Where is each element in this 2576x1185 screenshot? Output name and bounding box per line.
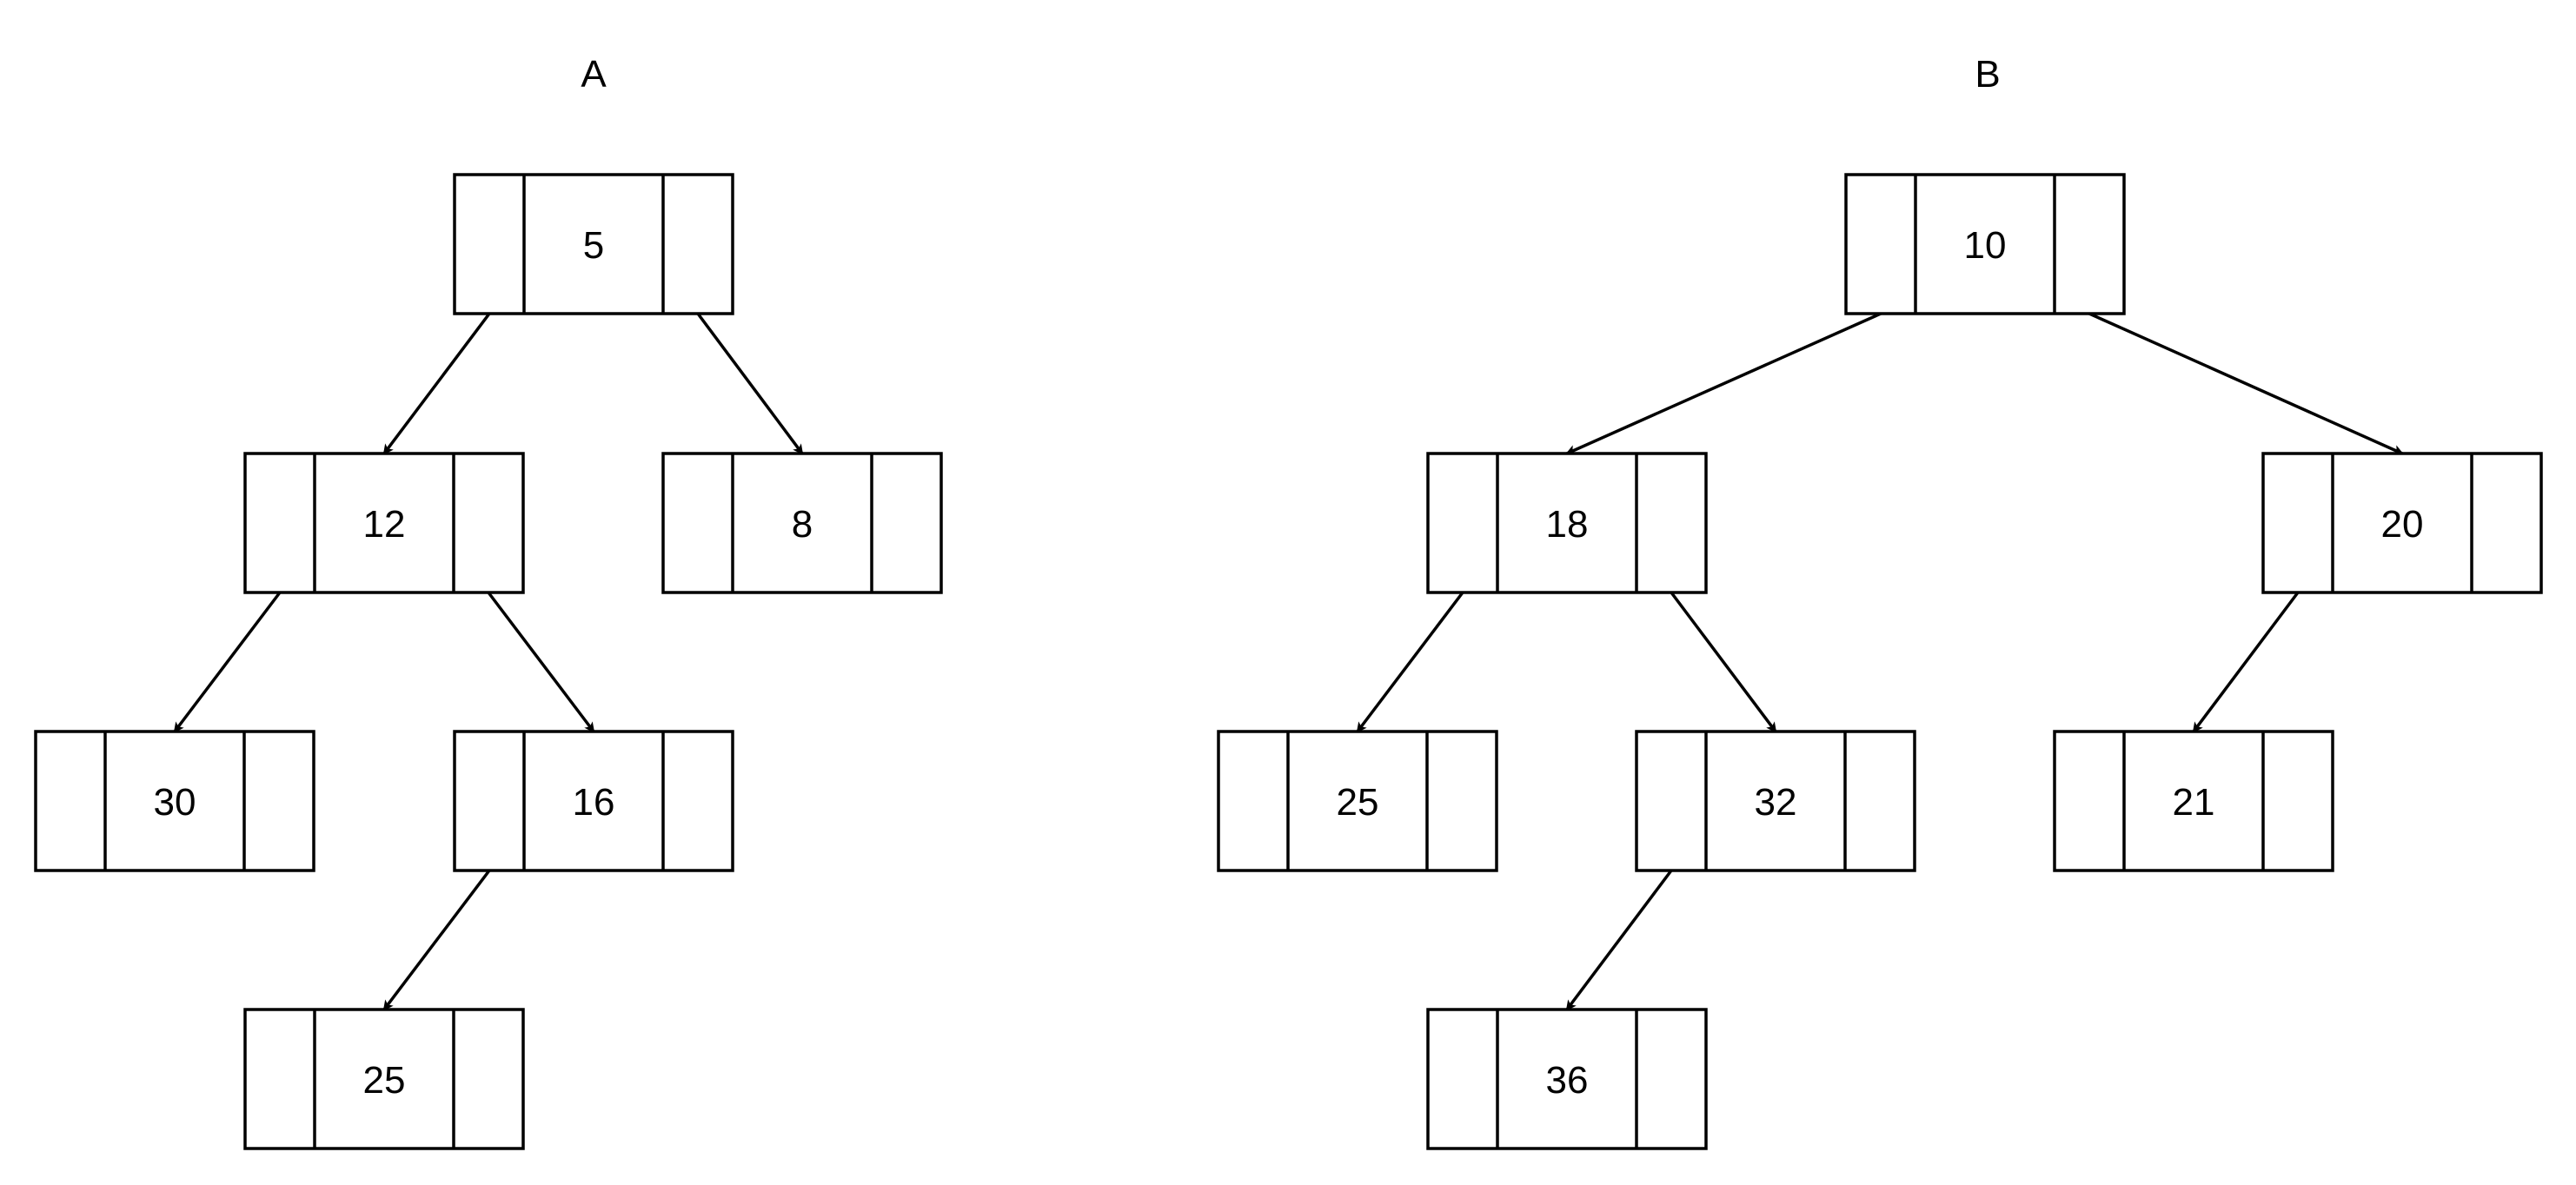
- node-value: 25: [363, 1059, 406, 1102]
- edge-arrow-b2-b5: [1670, 591, 1777, 733]
- tree-a-node-root: 5: [453, 173, 734, 315]
- node-value: 32: [1755, 781, 1797, 824]
- node-value: 10: [1964, 224, 2007, 267]
- tree-a-node: 25: [243, 1008, 525, 1150]
- nodes-layer: 5 12 8 30 16 25: [34, 173, 2543, 1150]
- tree-a-node: 8: [661, 452, 943, 594]
- tree-b-node: 20: [2261, 452, 2543, 594]
- node-value: 30: [154, 781, 196, 824]
- node-value: 16: [573, 781, 615, 824]
- node-value: 5: [583, 224, 604, 267]
- tree-b-node-root: 10: [1844, 173, 2126, 315]
- node-value: 25: [1337, 781, 1379, 824]
- tree-title-a: A: [581, 53, 607, 96]
- node-value: 8: [792, 503, 813, 546]
- edge-arrow-a1-a3: [696, 312, 804, 455]
- tree-b-node: 36: [1426, 1008, 1708, 1150]
- edge-arrow-b1-b2: [1565, 312, 1882, 455]
- edge-arrow-a2-a4: [173, 591, 282, 733]
- node-value: 18: [1546, 503, 1589, 546]
- edge-arrow-a2-a5: [487, 591, 595, 733]
- edge-arrow-a5-a6: [382, 869, 491, 1011]
- tree-a-node: 16: [453, 730, 734, 872]
- edge-arrow-b2-b4: [1356, 591, 1464, 733]
- node-value: 36: [1546, 1059, 1589, 1102]
- tree-title-b: B: [1975, 53, 2000, 96]
- edge-arrow-b3-b6: [2192, 591, 2300, 733]
- node-value: 20: [2381, 503, 2424, 546]
- tree-b-node: 21: [2053, 730, 2334, 872]
- tree-b-node: 25: [1217, 730, 1498, 872]
- tree-b-node: 18: [1426, 452, 1708, 594]
- tree-b-node: 32: [1635, 730, 1916, 872]
- tree-a-node: 12: [243, 452, 525, 594]
- tree-a-node: 30: [34, 730, 315, 872]
- node-value: 21: [2173, 781, 2215, 824]
- edge-arrow-b1-b3: [2088, 312, 2404, 455]
- edges-layer: [173, 312, 2404, 1011]
- node-value: 12: [363, 503, 406, 546]
- edge-arrow-b5-b7: [1565, 869, 1673, 1011]
- edge-arrow-a1-a2: [382, 312, 491, 455]
